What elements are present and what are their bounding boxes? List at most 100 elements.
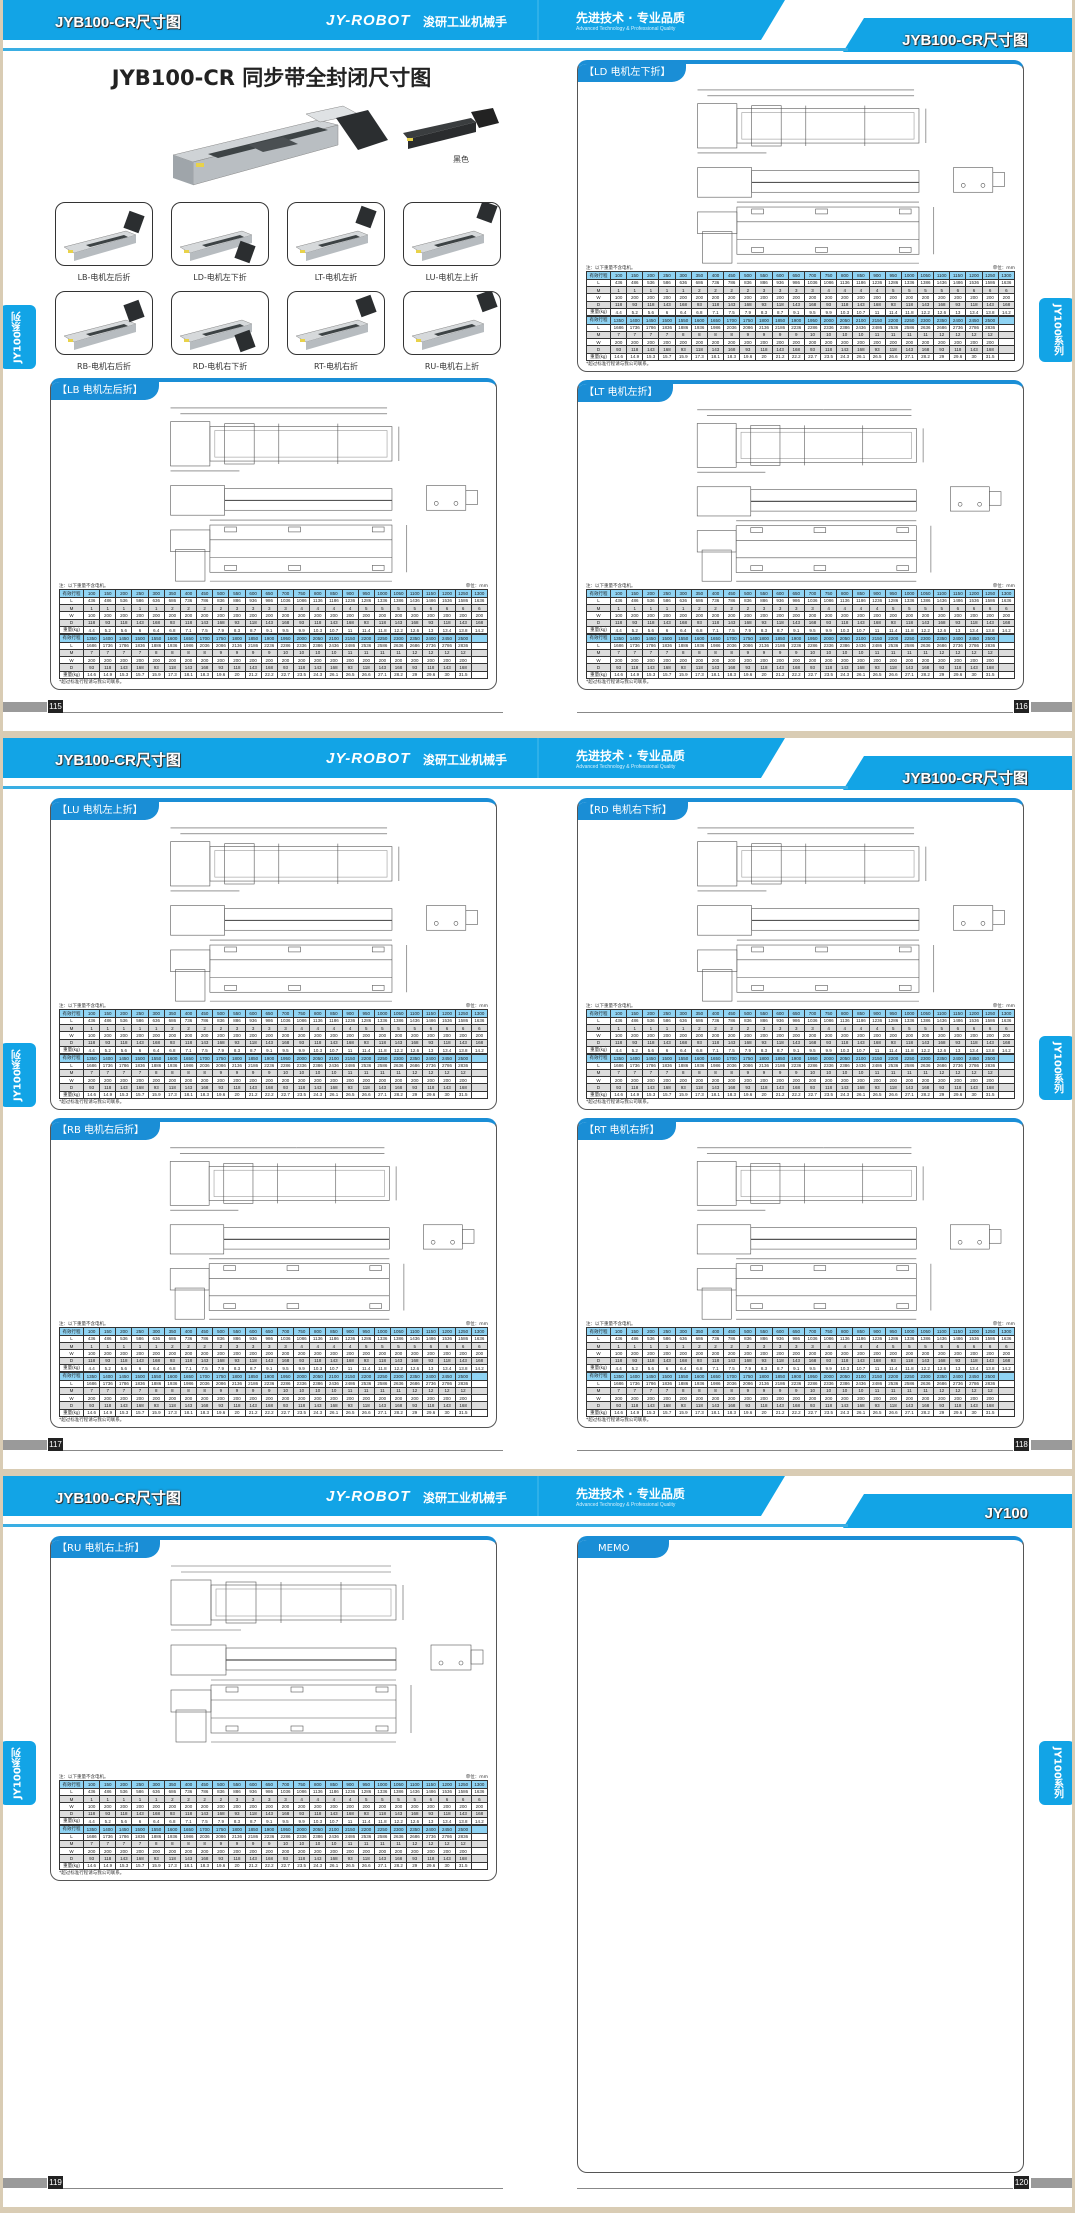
- variant-thumbnail[interactable]: [287, 202, 385, 266]
- table-cell: 1: [99, 1795, 117, 1804]
- row-label: W: [59, 611, 84, 620]
- table-cell: 836: [212, 1787, 230, 1797]
- table-cell: 200: [293, 1349, 311, 1358]
- table-cell: 5.2: [99, 1045, 117, 1055]
- memo-box[interactable]: MEMO: [577, 1536, 1024, 2173]
- variant-thumbnail[interactable]: [403, 289, 501, 355]
- table-cell: 1350: [82, 1372, 101, 1381]
- table-cell: 118: [293, 663, 311, 672]
- table-cell: 986: [260, 1334, 278, 1344]
- table-cell: 200: [389, 1802, 408, 1811]
- variant-thumbnail[interactable]: [55, 291, 153, 355]
- table-cell: 93: [228, 1038, 246, 1047]
- table-cell: 200: [115, 1394, 133, 1403]
- variant-thumbnail[interactable]: [171, 202, 269, 266]
- variant-caption: RU-电机右上折: [424, 362, 480, 371]
- table-cell: 93: [690, 300, 708, 309]
- table-cell: 2186: [244, 1061, 262, 1070]
- table-cell: 12: [933, 1386, 951, 1396]
- table-cell: 200: [115, 1780, 133, 1789]
- table-cell: 8.7: [771, 1045, 789, 1055]
- table-cell: 200: [900, 611, 918, 620]
- table-cell: 1: [131, 604, 149, 613]
- table-cell: [470, 656, 489, 665]
- table-cell: 11.8: [900, 307, 918, 317]
- table-cell: 28.2: [916, 1408, 935, 1418]
- table-cell: 29.6: [949, 352, 967, 362]
- table-cell: 2036: [723, 1379, 741, 1388]
- variant-caption: RT-电机右折: [313, 362, 358, 371]
- table-cell: 1386: [389, 1787, 408, 1797]
- row-label: M: [586, 648, 611, 658]
- table-cell: 3: [771, 286, 789, 295]
- table-cell: [470, 1090, 489, 1100]
- table-cell: 1886: [674, 641, 692, 650]
- table-cell: 4.4: [82, 1363, 101, 1373]
- table-cell: 200: [868, 1031, 886, 1040]
- table-cell: 12: [406, 648, 424, 658]
- table-cell: 886: [755, 1016, 773, 1026]
- table-cell: 168: [803, 300, 822, 309]
- table-cell: 200: [900, 1031, 918, 1040]
- table-cell: 736: [706, 1334, 725, 1344]
- table-cell: 28.2: [916, 352, 935, 362]
- table-cell: 200: [406, 1802, 424, 1811]
- table-cell: 143: [389, 1809, 408, 1818]
- table-cell: 200: [949, 611, 967, 620]
- table-cell: 6: [658, 625, 676, 635]
- table-cell: 93: [276, 1854, 295, 1863]
- table-cell: 2336: [293, 1061, 311, 1070]
- table-cell: 11: [868, 1045, 886, 1055]
- header-title: JYB100-CR尺寸图: [55, 752, 181, 769]
- table-cell: 486: [626, 1016, 644, 1026]
- table-cell: 150: [99, 589, 117, 598]
- table-cell: 10: [803, 1386, 822, 1396]
- table-cell: 11: [884, 1386, 902, 1396]
- table-cell: 3: [771, 1024, 789, 1033]
- table-cell: 3: [260, 604, 278, 613]
- table-cell: 8.3: [755, 1363, 773, 1373]
- variant-thumbnail[interactable]: [287, 291, 385, 355]
- table-cell: 2036: [196, 1832, 214, 1841]
- table-cell: 7.1: [706, 1363, 725, 1373]
- table-cell: 200: [228, 656, 246, 665]
- table-cell: 15.7: [658, 670, 676, 680]
- table-cell: 8.3: [228, 1045, 246, 1055]
- table-cell: 5: [884, 1342, 902, 1351]
- table-cell: 2586: [900, 1379, 918, 1388]
- table-cell: 200: [325, 656, 343, 665]
- row-label: L: [59, 1016, 84, 1026]
- table-cell: 93: [690, 618, 708, 627]
- table-cell: 12: [949, 1068, 967, 1078]
- table-cell: 118: [755, 663, 773, 672]
- table-cell: 2450: [438, 1372, 456, 1381]
- variant-thumbnail[interactable]: [55, 202, 153, 266]
- table-cell: 200: [99, 1394, 117, 1403]
- table-cell: 2000: [820, 1372, 838, 1381]
- table-cell: 200: [406, 1076, 424, 1085]
- table-cell: 1: [626, 1024, 644, 1033]
- table-cell: 1086: [293, 1787, 311, 1797]
- table-cell: 8.3: [755, 307, 773, 317]
- table-cell: 750: [293, 1327, 311, 1336]
- table-cell: 1600: [163, 1372, 181, 1381]
- table-cell: 200: [836, 611, 854, 620]
- table-cell: 2486: [341, 1832, 359, 1841]
- table-cell: 4: [309, 1024, 327, 1033]
- row-label: 有效行程: [586, 634, 611, 643]
- table-cell: 200: [690, 1031, 708, 1040]
- table-cell: 200: [115, 1349, 133, 1358]
- table-cell: 2100: [325, 634, 343, 643]
- table-cell: 3: [803, 604, 822, 613]
- variant-thumbnail[interactable]: [403, 200, 501, 266]
- table-cell: 143: [723, 1356, 741, 1365]
- table-cell: 1586: [981, 278, 999, 288]
- variant-thumbnail[interactable]: [171, 291, 269, 355]
- table-cell: 27.1: [373, 1408, 391, 1418]
- table-cell: 2386: [836, 1379, 854, 1388]
